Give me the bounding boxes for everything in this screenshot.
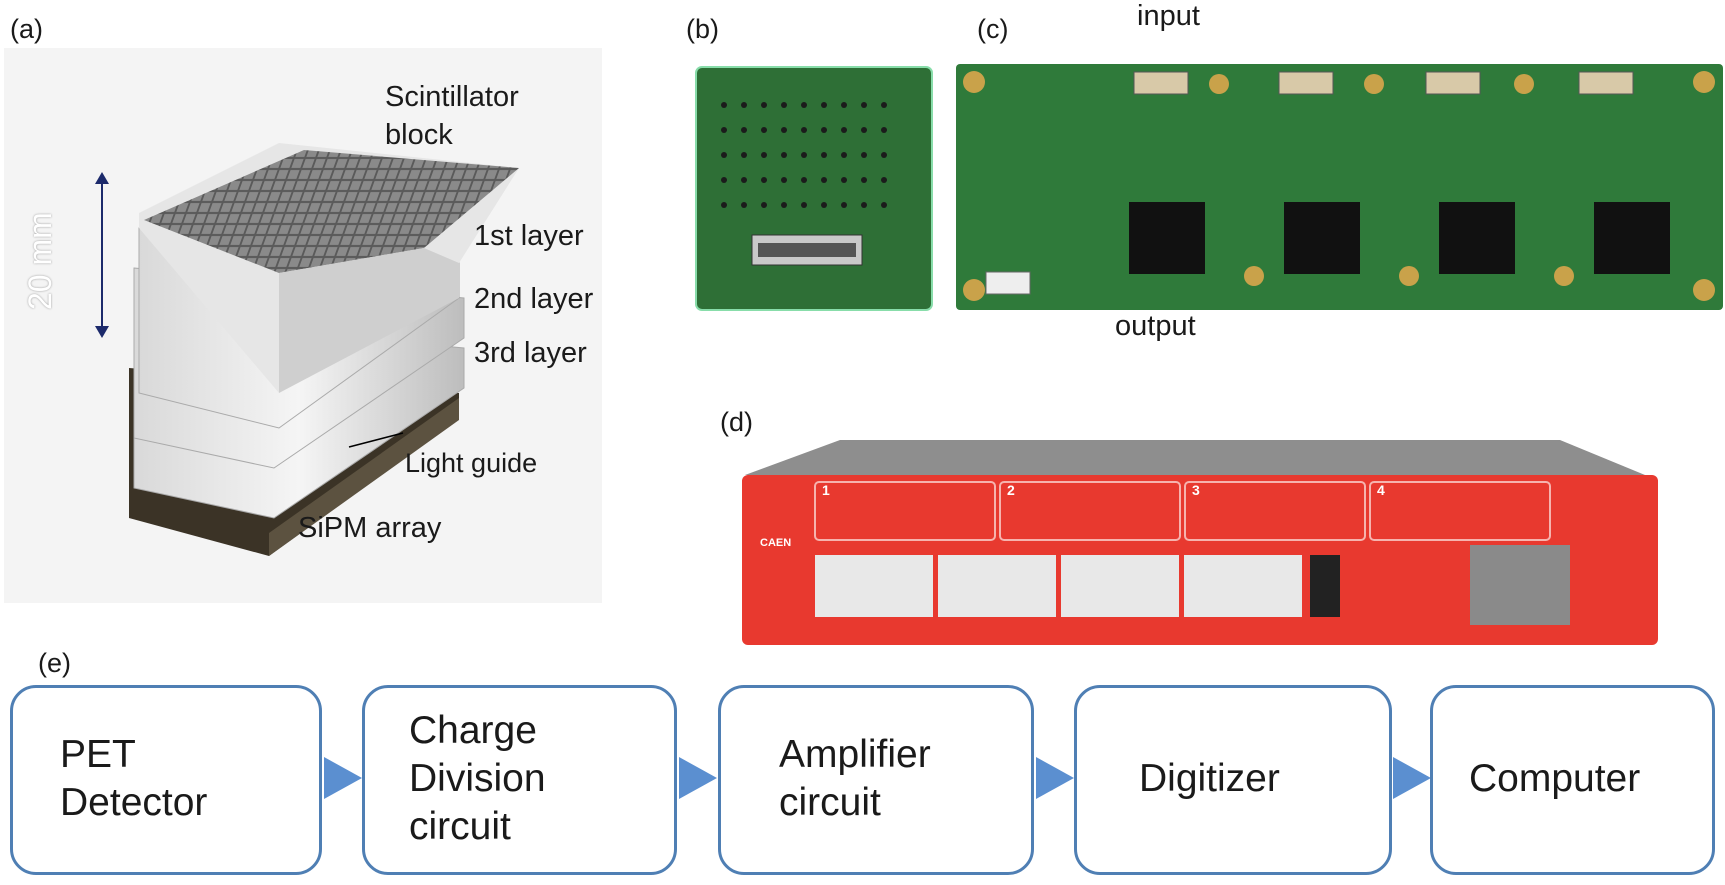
light-guide-label: Light guide bbox=[405, 448, 538, 478]
digitizer-photo bbox=[740, 430, 1660, 648]
light-guide-pointer bbox=[348, 432, 404, 448]
input-label: input bbox=[1137, 0, 1200, 32]
amplifier-board-photo bbox=[954, 62, 1725, 312]
flow-text-amplifier: Amplifier circuit bbox=[779, 733, 931, 824]
board-b-illustration bbox=[695, 66, 933, 311]
caen-logo: CAEN bbox=[760, 537, 792, 549]
module-number-4: 4 bbox=[1377, 482, 1385, 498]
panel-label-d: (d) bbox=[720, 407, 753, 437]
third-layer-label: 3rd layer bbox=[474, 337, 587, 369]
scintillator-illustration bbox=[129, 143, 519, 556]
first-layer-label: 1st layer bbox=[474, 220, 584, 252]
flow-arrow-2 bbox=[679, 757, 717, 799]
second-layer-label: 2nd layer bbox=[474, 283, 594, 315]
sipm-array-label: SiPM array bbox=[298, 512, 442, 544]
panel-label-c: (c) bbox=[977, 14, 1009, 44]
flow-text-pet-detector: PET Detector bbox=[60, 733, 208, 824]
module-number-3: 3 bbox=[1192, 482, 1200, 498]
panel-label-b: (b) bbox=[686, 14, 719, 44]
flow-arrow-3 bbox=[1036, 757, 1074, 799]
scintillator-photo bbox=[4, 48, 602, 603]
panel-label-a: (a) bbox=[10, 14, 43, 44]
module-number-1: 1 bbox=[822, 482, 830, 498]
digitizer-illustration bbox=[742, 440, 1658, 645]
flow-box-pet-detector: PET Detector bbox=[10, 685, 322, 875]
flow-arrow-4 bbox=[1393, 757, 1431, 799]
output-label: output bbox=[1115, 310, 1196, 342]
flow-text-charge-division: Charge Division circuit bbox=[409, 709, 546, 848]
flow-text-computer: Computer bbox=[1469, 757, 1641, 800]
board-c-illustration bbox=[956, 64, 1723, 310]
scintillator-block-label: Scintillator block bbox=[385, 81, 519, 151]
panel-label-e: (e) bbox=[38, 648, 71, 678]
module-number-2: 2 bbox=[1007, 482, 1015, 498]
flow-box-computer: Computer bbox=[1430, 685, 1715, 875]
charge-division-board-photo bbox=[694, 65, 934, 312]
dimension-arrow bbox=[95, 172, 109, 338]
flow-arrow-1 bbox=[324, 757, 362, 799]
flow-box-charge-division: Charge Division circuit bbox=[362, 685, 677, 875]
flow-box-digitizer: Digitizer bbox=[1074, 685, 1392, 875]
dimension-label: 20 mm bbox=[22, 212, 58, 310]
flow-text-digitizer: Digitizer bbox=[1139, 757, 1280, 800]
flow-box-amplifier: Amplifier circuit bbox=[718, 685, 1034, 875]
